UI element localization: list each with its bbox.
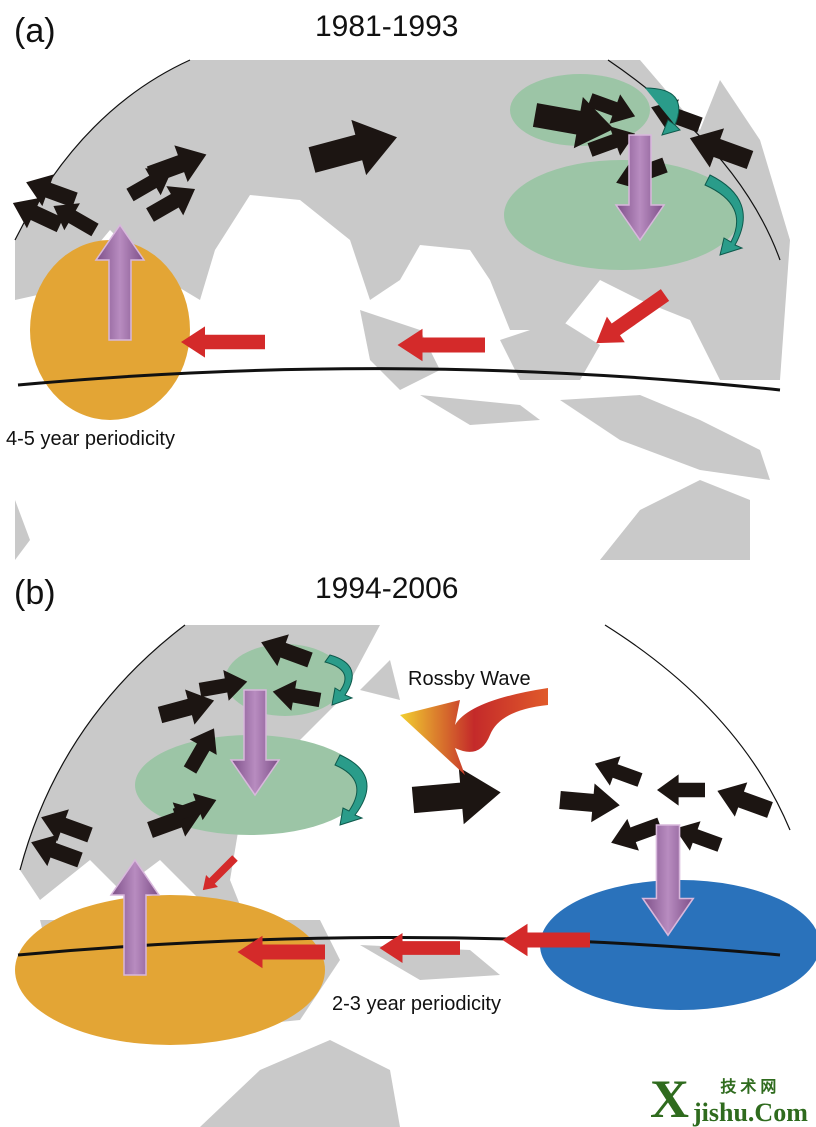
panel-a-title: 1981-1993 (315, 10, 459, 43)
panel-a-periodicity: 4-5 year periodicity (6, 428, 175, 450)
red-arrows-a (181, 282, 674, 362)
watermark-logo: X 技术网 jishu.Com (650, 1072, 808, 1126)
rossby-wave-arrow (400, 688, 548, 775)
panel-a (5, 59, 790, 560)
watermark-mark: X (650, 1069, 689, 1127)
panel-b-periodicity: 2-3 year periodicity (332, 993, 501, 1015)
teal-rotation-arrows-b (324, 654, 368, 826)
panel-b-title: 1994-2006 (315, 572, 459, 605)
cold-anomaly-b (540, 880, 816, 1010)
equator-a (17, 367, 781, 392)
panel-b-label: (b) (14, 574, 56, 612)
warm-anomaly-b (15, 895, 325, 1045)
teal-rotation-arrows-a (644, 87, 744, 256)
panel-b (15, 624, 816, 1127)
rossby-wave-label: Rossby Wave (408, 668, 531, 690)
watermark-domain: jishu.Com (693, 1098, 808, 1127)
watermark-text-group: 技术网 jishu.Com (693, 1080, 808, 1126)
panel-a-label: (a) (14, 12, 56, 50)
watermark-chinese: 技术网 (720, 1079, 781, 1096)
